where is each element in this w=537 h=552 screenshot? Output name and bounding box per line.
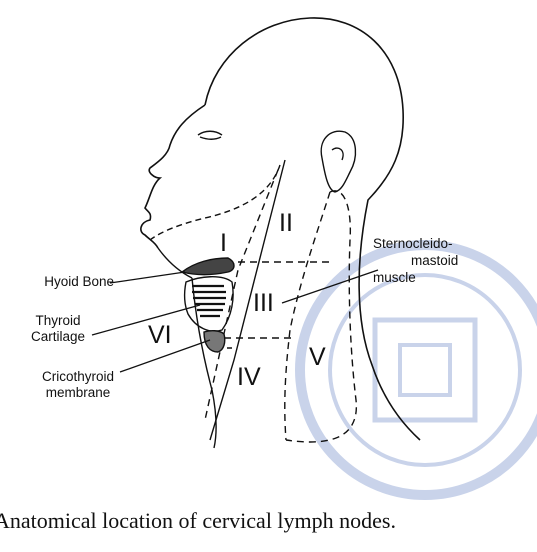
label-mastoid: mastoid [411, 253, 458, 269]
ear [321, 131, 355, 192]
level-iii-label: III [253, 290, 274, 316]
caption-text: Anatomical location of cervical lymph no… [0, 508, 396, 534]
label-cricothyroid: Cricothyroid [30, 369, 126, 385]
level-v-label: V [309, 344, 326, 370]
figure-caption: Anatomical location of cervical lymph no… [0, 504, 537, 544]
level-iv-label: IV [237, 364, 261, 390]
label-hyoid-bone: Hyoid Bone [22, 274, 114, 290]
label-sternocleido: Sternocleido- [373, 236, 453, 252]
face-profile [141, 105, 205, 248]
label-membrane: membrane [30, 385, 126, 401]
hyoid-bone-shape [182, 258, 234, 275]
label-muscle: muscle [373, 270, 416, 286]
eye [198, 131, 222, 139]
level-vi-label: VI [148, 322, 172, 348]
level-ii-label: II [279, 210, 293, 236]
level-i-label: I [220, 230, 227, 256]
watermark-seal [300, 245, 537, 495]
leader-thyroid [92, 305, 200, 335]
mandible-line [150, 165, 280, 240]
label-cartilage: Cartilage [22, 329, 94, 345]
label-thyroid: Thyroid [22, 313, 94, 329]
leader-hyoid [110, 272, 185, 283]
